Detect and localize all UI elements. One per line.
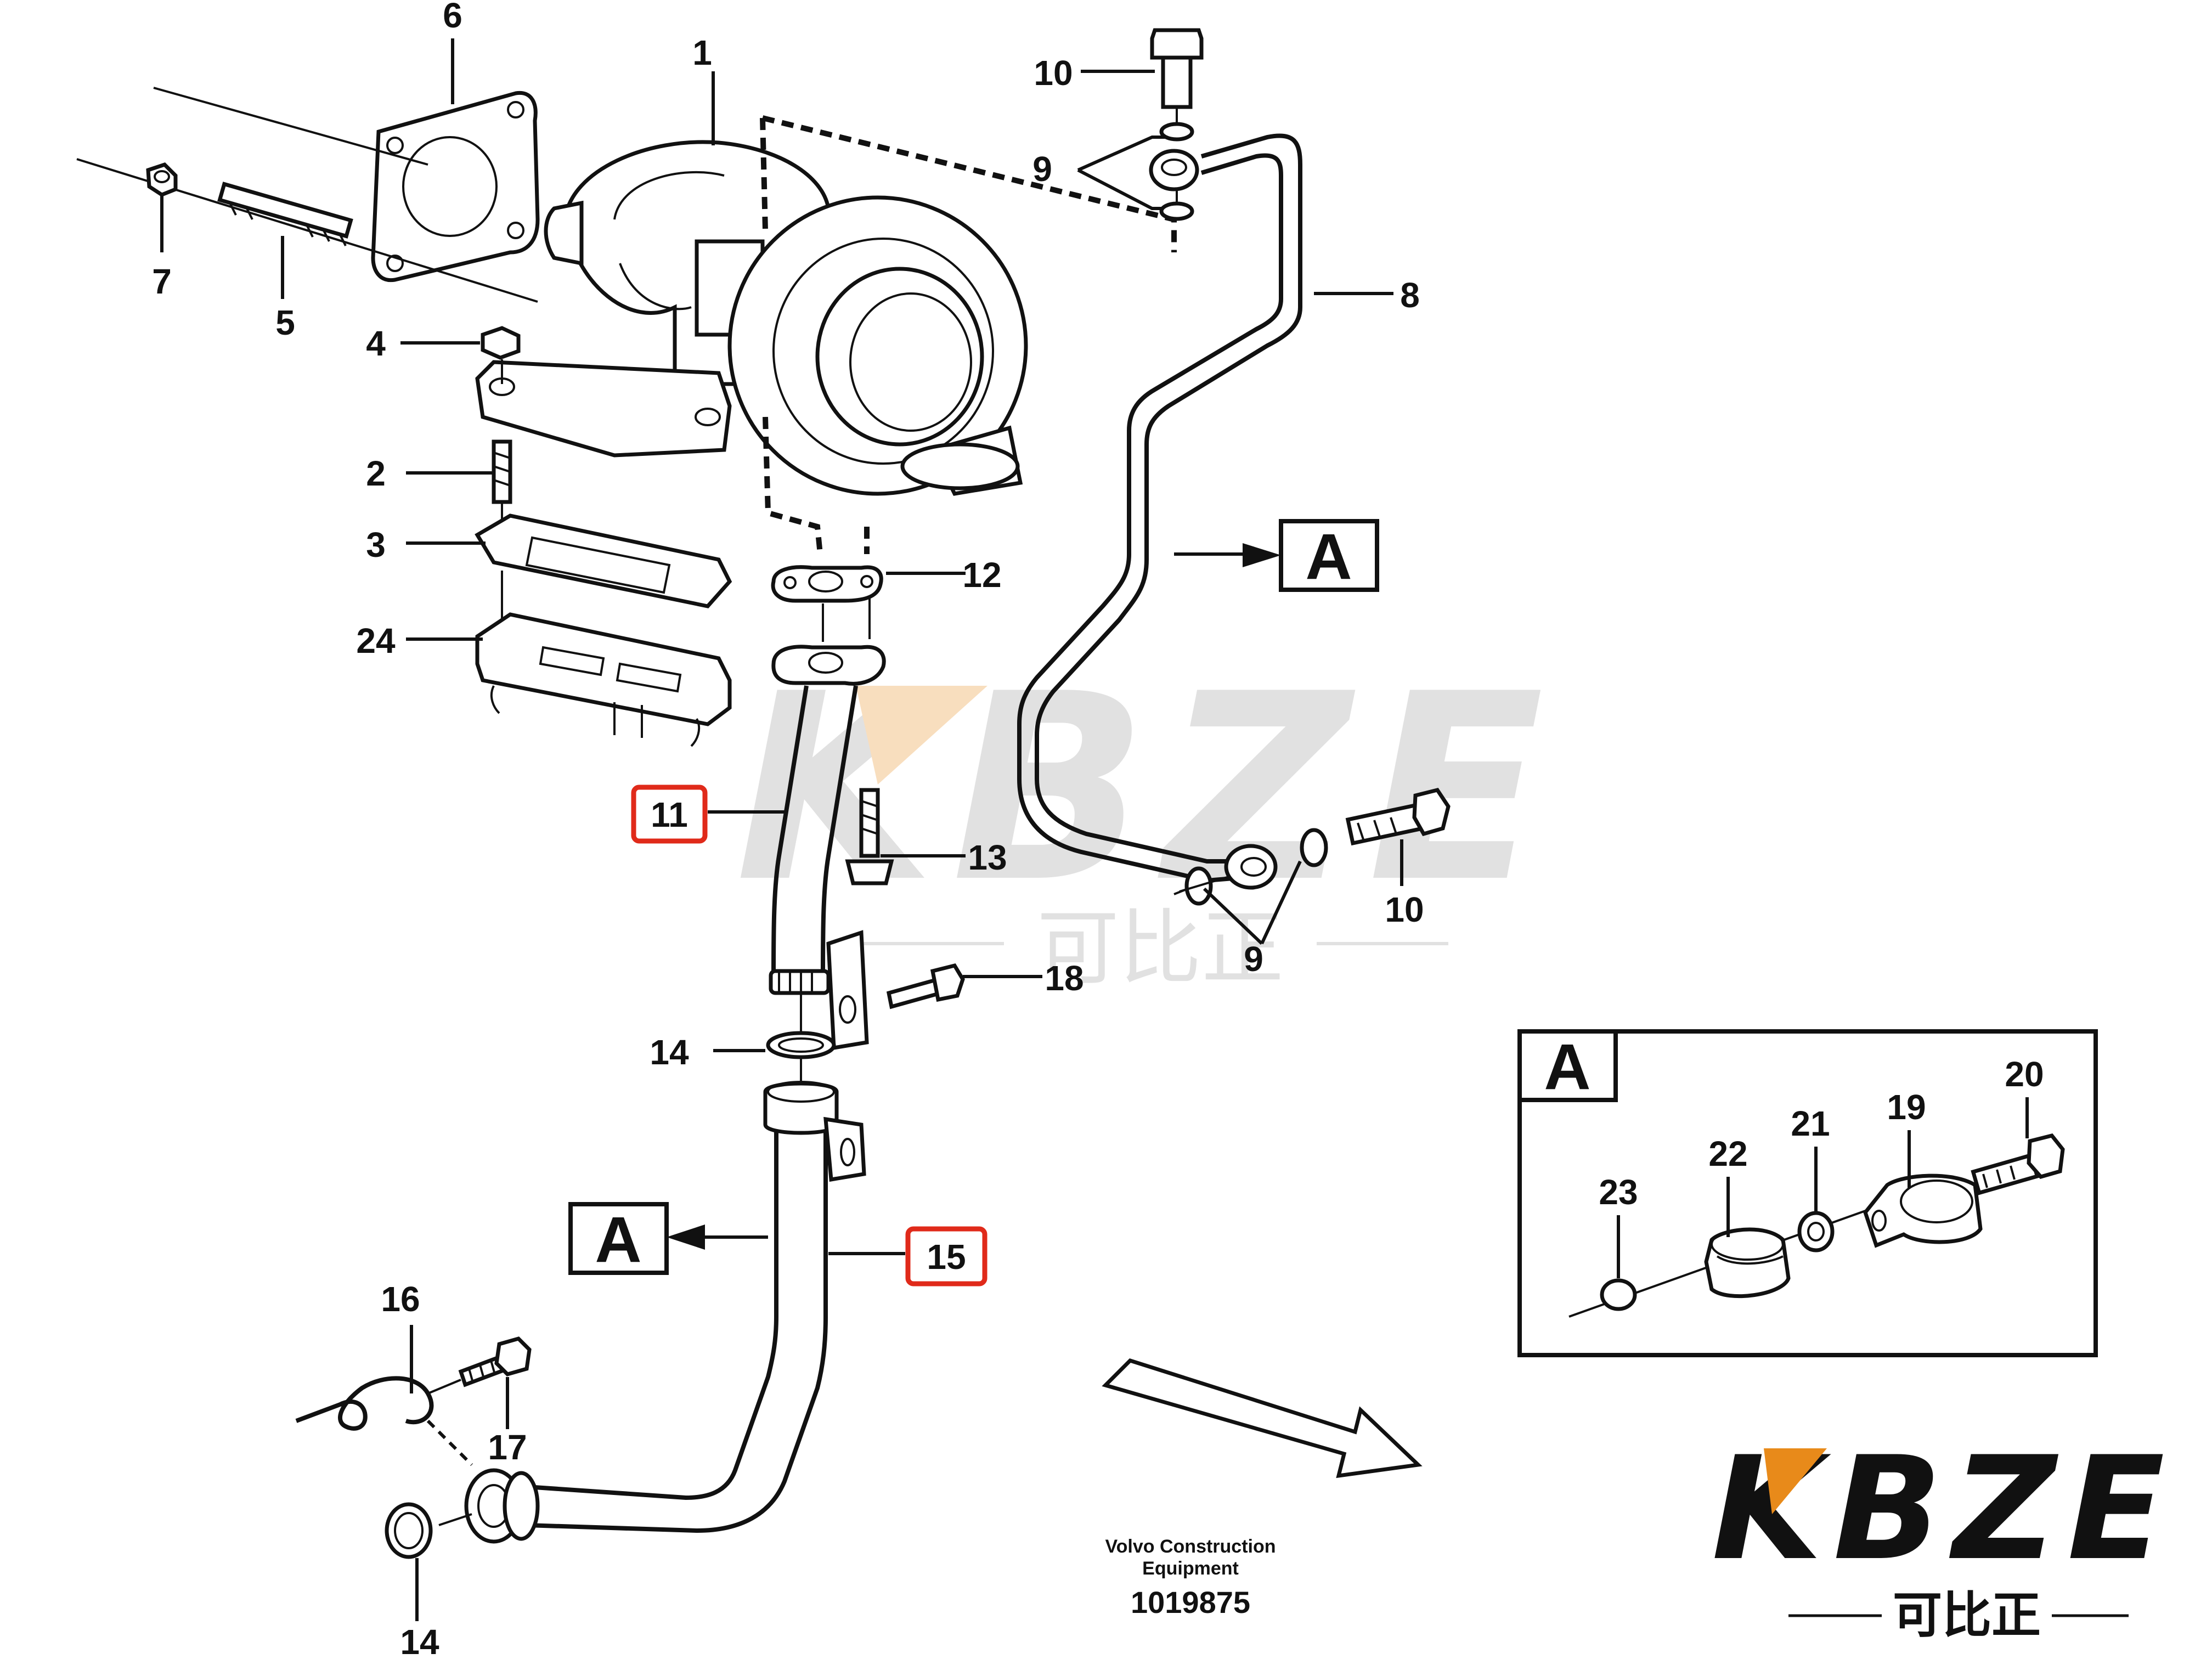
pipe-bracket bbox=[826, 930, 869, 1051]
callout-10-top: 10 bbox=[1034, 53, 1073, 93]
watermark-accent bbox=[856, 686, 988, 785]
grommet-22 bbox=[1704, 1227, 1791, 1299]
callout-5: 5 bbox=[275, 303, 295, 342]
spring-clip-16 bbox=[295, 1376, 434, 1431]
o-ring-14-lower bbox=[385, 1502, 433, 1559]
gasket-3 bbox=[475, 514, 732, 608]
flange-gasket-12 bbox=[771, 565, 883, 603]
callout-15: 15 bbox=[927, 1237, 966, 1277]
nut-23 bbox=[1600, 1278, 1637, 1311]
dashed-clip-guide bbox=[426, 1419, 473, 1466]
washer-9-top-a bbox=[1159, 122, 1194, 142]
callout-12: 12 bbox=[962, 555, 1001, 595]
callout-9-bottom: 9 bbox=[1244, 939, 1263, 979]
callout-3: 3 bbox=[366, 525, 386, 565]
callout-2: 2 bbox=[366, 454, 386, 493]
view-a-marker-lower: A bbox=[568, 1202, 768, 1276]
stud-2 bbox=[492, 439, 512, 504]
clamp-19 bbox=[1863, 1173, 1983, 1248]
direction-arrow bbox=[1102, 1358, 1423, 1479]
washer-9-top-b bbox=[1159, 201, 1194, 221]
svg-text:A: A bbox=[595, 1204, 641, 1276]
callout-17: 17 bbox=[488, 1427, 527, 1467]
nut-7 bbox=[146, 162, 178, 197]
logo-chinese: 可比正 bbox=[1893, 1587, 2041, 1644]
banjo-bolt-10-bottom bbox=[1345, 788, 1451, 846]
washer-21 bbox=[1797, 1211, 1835, 1252]
highlighted-callout-11[interactable]: 11 bbox=[631, 785, 708, 844]
bolt-18 bbox=[886, 963, 965, 1009]
callout-24: 24 bbox=[356, 621, 396, 661]
highlighted-callout-15[interactable]: 15 bbox=[905, 1226, 988, 1286]
o-ring-14-upper bbox=[766, 1031, 836, 1059]
callout-7: 7 bbox=[152, 262, 172, 301]
callout-9-top: 9 bbox=[1032, 149, 1052, 189]
detail-view-title: A bbox=[1544, 1031, 1590, 1103]
callout-23: 23 bbox=[1599, 1172, 1638, 1212]
callout-18: 18 bbox=[1045, 958, 1084, 998]
oil-supply-pipe-8 bbox=[1017, 133, 1302, 890]
nut-4 bbox=[481, 326, 521, 360]
oil-return-pipe-15 bbox=[464, 1081, 866, 1544]
banjo-bolt-10-top bbox=[1150, 28, 1204, 109]
svg-text:A: A bbox=[1305, 521, 1352, 593]
bolt-13 bbox=[845, 788, 894, 885]
callout-14-upper: 14 bbox=[650, 1032, 689, 1072]
turbocharger bbox=[475, 140, 1028, 496]
callout-16: 16 bbox=[381, 1279, 420, 1319]
callout-11: 11 bbox=[651, 795, 688, 834]
dashed-hidden-line-bottom bbox=[763, 416, 870, 555]
view-a-marker-upper: A bbox=[1174, 519, 1379, 593]
callout-4: 4 bbox=[366, 324, 386, 363]
callout-8: 8 bbox=[1400, 275, 1420, 315]
bolt-17 bbox=[458, 1336, 532, 1387]
logo-accent bbox=[1764, 1448, 1827, 1514]
stud-5 bbox=[217, 182, 353, 246]
exhaust-flange-gasket bbox=[371, 91, 540, 283]
spacer-24 bbox=[475, 612, 732, 747]
detail-view-a: A bbox=[1517, 1029, 2098, 1357]
caption-number: 1019875 bbox=[1131, 1585, 1250, 1620]
caption-line1: Volvo Construction bbox=[1105, 1536, 1276, 1557]
callout-14-lower: 14 bbox=[400, 1622, 439, 1659]
callout-labels: 6 1 7 5 4 2 3 24 10 9 8 12 13 18 14 10 9… bbox=[152, 0, 2044, 1659]
callout-13: 13 bbox=[968, 838, 1007, 877]
kbze-logo: KBZE 可比正 bbox=[1712, 1426, 2165, 1644]
watermark-chinese: 可比正 bbox=[1037, 901, 1284, 996]
callout-21: 21 bbox=[1791, 1104, 1830, 1143]
callout-10-bottom: 10 bbox=[1385, 890, 1424, 929]
drawing-caption: Volvo Construction Equipment 1019875 bbox=[1105, 1536, 1276, 1620]
callout-22: 22 bbox=[1708, 1134, 1747, 1173]
callout-6: 6 bbox=[443, 0, 462, 35]
caption-line2: Equipment bbox=[1142, 1558, 1239, 1579]
oil-return-pipe-11 bbox=[769, 645, 886, 995]
washer-9-bottom-a bbox=[1300, 828, 1328, 867]
bolt-20 bbox=[1971, 1133, 2065, 1195]
callout-1: 1 bbox=[692, 33, 712, 72]
callout-20: 20 bbox=[2005, 1054, 2044, 1094]
leader-lines bbox=[160, 38, 2029, 1621]
callout-19: 19 bbox=[1887, 1087, 1926, 1127]
